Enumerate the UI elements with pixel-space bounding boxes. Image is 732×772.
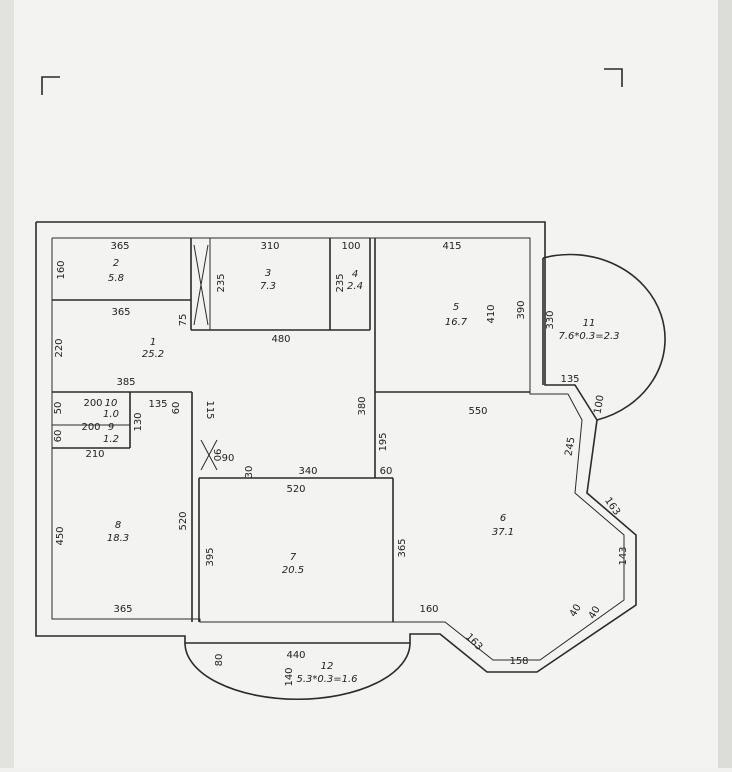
- dim-label: 60: [171, 402, 182, 415]
- dim-label: 385: [116, 377, 135, 388]
- dim-label: 135: [148, 399, 167, 410]
- balcony-12: [184, 642, 411, 701]
- dim-label: 160: [56, 260, 67, 279]
- dim-label: 410: [486, 304, 497, 323]
- room-5-area: 16.7: [445, 317, 468, 328]
- dim-label: 195: [378, 432, 389, 451]
- room-7-number: 7: [290, 552, 297, 563]
- dim-label: 60: [380, 466, 393, 477]
- room-3-area: 7.3: [260, 281, 276, 292]
- dim-label: 550: [468, 406, 487, 417]
- dim-label: 235: [216, 273, 227, 292]
- room-5-number: 5: [453, 302, 459, 313]
- dim-label: 235: [335, 273, 346, 292]
- room-4-number: 4: [352, 269, 358, 280]
- dim-label: 130: [133, 412, 144, 431]
- dim-label: 135: [560, 374, 579, 385]
- dim-label: 520: [286, 484, 305, 495]
- dim-label: 450: [55, 526, 66, 545]
- dim-label: 390: [516, 300, 527, 319]
- dim-label: 158: [509, 656, 528, 667]
- inner-wall-line: [51, 237, 625, 661]
- dim-label: 245: [563, 436, 577, 457]
- dim-label: 75: [178, 314, 189, 327]
- room-7-area: 20.5: [282, 565, 304, 576]
- shaft-x-b: [200, 439, 218, 471]
- room-11-number: 11: [583, 318, 596, 329]
- room-6-number: 6: [500, 513, 506, 524]
- dim-label: 115: [204, 400, 215, 419]
- dim-label: 140: [284, 667, 295, 686]
- room-11-area: 7.6*0.3=2.3: [558, 331, 619, 342]
- room-12-number: 12: [321, 661, 334, 672]
- dim-label: 30: [244, 466, 255, 479]
- crop-mark-right: [604, 68, 623, 87]
- dim-label: 365: [397, 538, 408, 557]
- room-10-area: 1.0: [103, 409, 119, 420]
- room-2-number: 2: [113, 258, 119, 269]
- room-9-number: 9: [108, 422, 114, 433]
- room-4-area: 2.4: [347, 281, 363, 292]
- dim-label: 365: [113, 604, 132, 615]
- dim-label: 415: [442, 241, 461, 252]
- dim-label: 100: [592, 394, 606, 415]
- dim-label: 50: [53, 402, 64, 415]
- room-9-area: 1.2: [103, 434, 119, 445]
- dim-label: 340: [298, 466, 317, 477]
- room-2-area: 5.8: [108, 273, 124, 284]
- dim-label: 440: [286, 650, 305, 661]
- closet-x-b: [193, 244, 209, 326]
- dim-label: 330: [545, 310, 556, 329]
- dim-label: 160: [419, 604, 438, 615]
- dim-label: 380: [357, 396, 368, 415]
- dim-label: 80: [214, 654, 225, 667]
- dim-label: 90: [211, 449, 222, 462]
- dim-label: 310: [260, 241, 279, 252]
- dim-label: 220: [54, 338, 65, 357]
- left-edge-shadow: [0, 0, 14, 768]
- room-3-number: 3: [265, 268, 271, 279]
- dim-label: 480: [271, 334, 290, 345]
- bay-window-11: [542, 253, 666, 421]
- room-6-area: 37.1: [492, 527, 514, 538]
- dim-label: 90: [222, 453, 235, 464]
- outer-wall: [35, 221, 637, 673]
- room-10-number: 10: [105, 398, 118, 409]
- room-1-area: 25.2: [142, 349, 164, 360]
- dim-label: 520: [178, 511, 189, 530]
- room-8-area: 18.3: [107, 533, 129, 544]
- dim-label: 395: [205, 547, 216, 566]
- crop-mark-left: [41, 76, 60, 95]
- dim-label: 200: [83, 398, 102, 409]
- dim-label: 200: [81, 422, 100, 433]
- room-8-number: 8: [115, 520, 121, 531]
- dim-label: 100: [341, 241, 360, 252]
- room-12-area: 5.3*0.3=1.6: [296, 674, 357, 685]
- dim-label: 210: [85, 449, 104, 460]
- dim-label: 60: [53, 430, 64, 443]
- dim-label: 365: [110, 241, 129, 252]
- right-edge-shadow: [718, 0, 732, 768]
- room-1-number: 1: [150, 337, 156, 348]
- dim-label: 365: [111, 307, 130, 318]
- dim-label: 143: [618, 546, 629, 565]
